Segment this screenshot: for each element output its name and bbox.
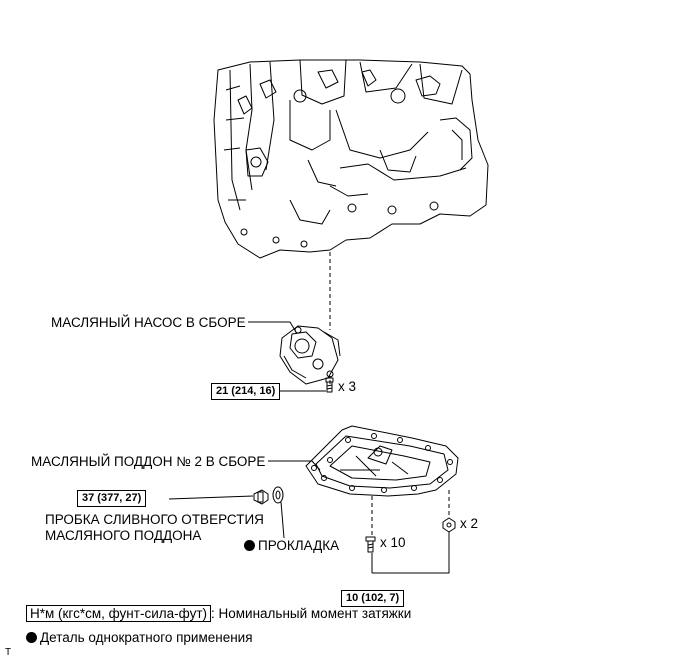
single-use-icon: [26, 632, 37, 643]
pan-nut-drawing: [442, 517, 456, 533]
legend-unit-box: Н*м (кгс*см, фунт-сила-фут): [26, 605, 211, 622]
gasket-drawing: [272, 486, 284, 504]
torque-box-pump-bolt: 21 (214, 16): [211, 383, 281, 400]
legend-unit-desc: : Номинальный момент затяжки: [211, 606, 412, 621]
qty-pan-bolts: x 10: [380, 535, 406, 550]
torque-box-pan-bolts: 10 (102, 7): [341, 590, 405, 607]
oil-pan-drawing: [305, 425, 459, 497]
leader-lines: [168, 321, 450, 574]
legend-torque-units: Н*м (кгс*см, фунт-сила-фут): Номинальный…: [26, 605, 412, 622]
torque-box-drain-plug: 37 (377, 27): [77, 490, 147, 507]
legend-single-use: Деталь однократного применения: [26, 630, 253, 646]
qty-pan-nuts: x 2: [460, 516, 479, 531]
qty-pump-bolts: x 3: [338, 379, 357, 394]
label-oil-pump: МАСЛЯНЫЙ НАСОС В СБОРЕ: [51, 315, 246, 330]
legend-single-use-text: Деталь однократного применения: [40, 630, 253, 645]
label-drain-plug-line1: ПРОБКА СЛИВНОГО ОТВЕРСТИЯ: [45, 512, 264, 527]
alignment-lines: [329, 252, 450, 535]
single-use-icon: [244, 540, 255, 551]
engine-block-drawing: [213, 59, 489, 259]
gasket-text: ПРОКЛАДКА: [258, 538, 340, 553]
drain-plug-drawing: [253, 489, 269, 505]
label-gasket: ПРОКЛАДКА: [244, 538, 339, 554]
label-oil-pan: МАСЛЯНЫЙ ПОДДОН № 2 В СБОРЕ: [31, 454, 266, 469]
label-drain-plug-line2: МАСЛЯНОГО ПОДДОНА: [45, 528, 202, 543]
corner-mark: T: [5, 647, 12, 658]
pan-bolt-drawing: [365, 536, 376, 553]
oil-pump-drawing: [279, 325, 341, 385]
